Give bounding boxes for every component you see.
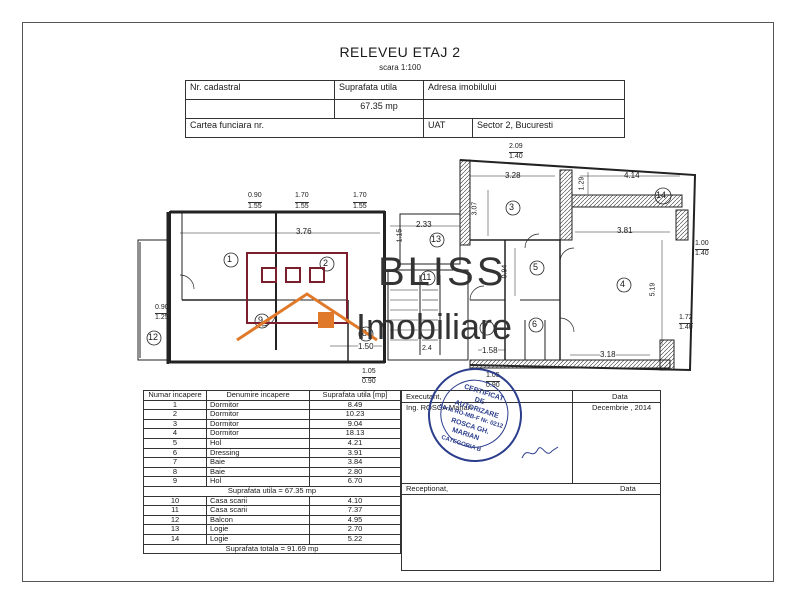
receptionat-label: Receptionat, [406,484,449,493]
dimension-label: 1.70 [353,192,367,199]
document-title: RELEVEU ETAJ 2 [339,44,461,60]
dimension-label: 1.40 [695,249,709,257]
room-number: 1 [227,254,233,264]
room-number: 12 [148,332,159,342]
room-number: 14 [656,190,667,200]
dimension-label: 3.07 [471,201,479,216]
dimension-label: 1.50 [358,342,374,351]
engineer-name: Ing. ROSCA Marian [406,403,472,412]
header-denumire: Denumire incapere [206,390,310,401]
dimension-label: 1.40 [679,323,693,331]
dimension-label: 0.90 [362,377,376,385]
dimension-label: 1.70 [295,192,309,199]
dimension-label: 5.19 [649,282,657,297]
dimension-label: 1.05 [486,372,500,379]
subtotal-row: Suprafata utila = 67.35 mp [143,485,401,497]
table-header-row: Numar incapere Denumire incapere Suprafa… [143,390,401,401]
total-row: Suprafata totala = 91.69 mp [143,543,401,555]
dimension-label: 1.58 [482,346,498,355]
dimension-label: 0.90 [486,381,500,389]
room-number: 6 [532,319,538,329]
dimension-label: 0.90 [248,192,262,199]
rooms-table: Numar incapere Denumire incapere Suprafa… [143,390,401,555]
dimension-label: 0.90 [155,304,169,311]
room-number: 5 [533,262,539,272]
dimension-label: 2.4 [422,345,432,352]
page-frame [22,22,774,582]
dimension-label: 3.28 [505,171,521,180]
room-number: 4 [620,279,626,289]
data-label-2: Data [620,484,636,493]
header-numar: Numar incapere [143,390,207,401]
room-number: 13 [431,234,442,244]
executant-label: Executant, [406,392,442,401]
watermark-line2: Imobiliare [356,306,513,347]
room-number: 2 [323,258,329,268]
dimension-label: 3.76 [296,227,312,236]
room-number: 9 [258,315,264,325]
dimension-label: 1.55 [248,202,262,210]
signature-scribble [521,446,559,459]
room-number: 11 [422,272,432,282]
data-label: Data [612,392,628,401]
dimension-label: 1.25 [155,313,169,321]
dimension-label: 1.55 [295,202,309,210]
dimension-label: 1.05 [362,368,376,375]
dimension-label: 2.33 [416,220,432,229]
document-scale: scara 1:100 [379,63,421,72]
info-table: Nr. cadastral Suprafata utila Adresa imo… [185,80,625,138]
dimension-label: 1.55 [353,202,367,210]
room-number: 7 [483,322,489,332]
dimension-label: 1.15 [396,228,404,243]
signature-date: Decembrie , 2014 [592,403,652,412]
header-suprafata: Suprafata utila [mp] [309,390,401,401]
dimension-label: 1.29 [578,176,586,191]
dimension-label: 1.72 [679,314,693,321]
dimension-label: 3.81 [617,226,633,235]
dimension-label: 1.00 [695,240,709,247]
uat-value: Sector 2, Bucuresti [472,118,625,138]
dimension-label: 4.14 [624,171,640,180]
dimension-label: 3.18 [600,350,616,359]
dimension-label: 2.09 [509,143,523,150]
dimension-label: 1.40 [509,152,523,160]
signature-box: Executant, Data Ing. ROSCA Marian Decemb… [401,390,661,571]
room-number: 3 [509,202,515,212]
watermark-line1: BLISS [378,250,507,294]
watermark-logo [236,252,378,342]
